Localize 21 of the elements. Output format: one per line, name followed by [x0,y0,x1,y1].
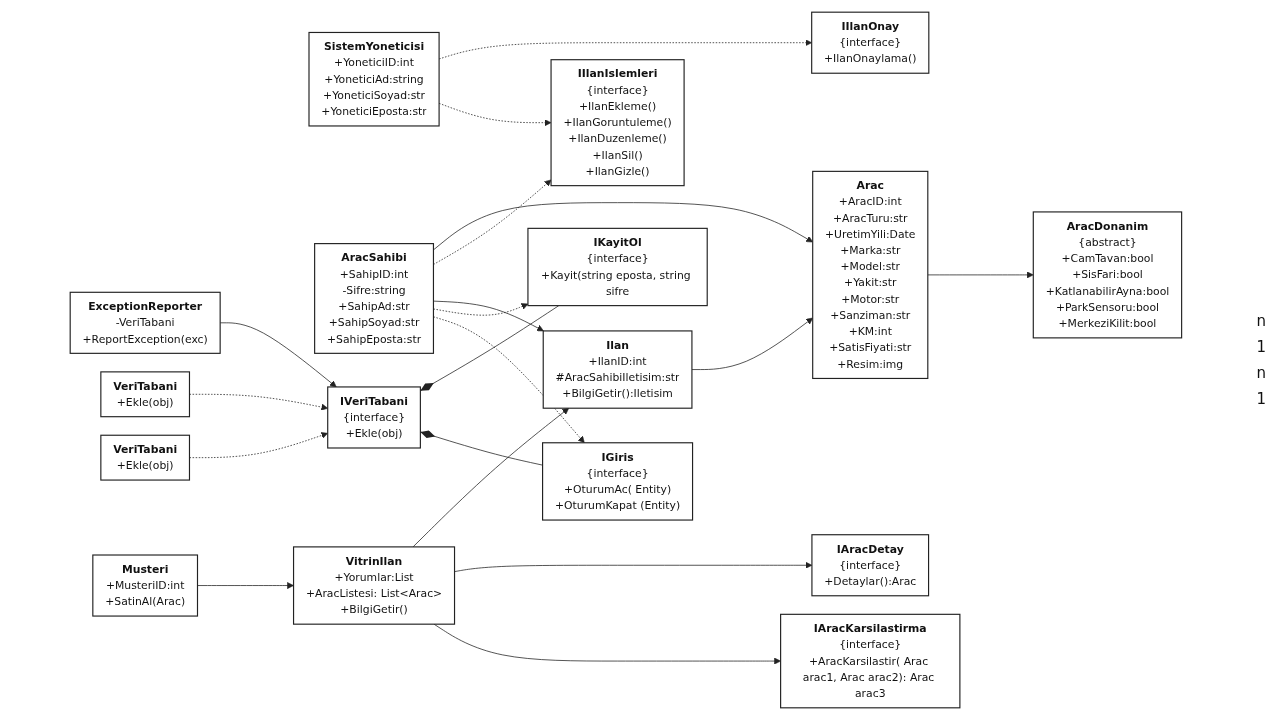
node-box: IKayitOl {interface} +Kayit(string eposta, string sifre [527,227,709,307]
node-box: VeriTabani +Ekle(obj) [100,434,191,481]
node-box: AracSahibi +SahipID:int -Sifre:string +SahipAd:str +SahipSoyad:str +SahipEposta:str [314,243,435,354]
node-box: IGiris {interface} +OturumAc( Entity) +OturumKapat (Entity) [542,442,694,521]
multiplicity-label: n [1256,364,1266,382]
node-box: VitrinIlan +Yorumlar:List +AracListesi: List<Arac> +BilgiGetir() [293,546,456,625]
node-box: IAracKarsilastirma {interface} +AracKarsilastir( Arac arac1, Arac arac2): Arac arac3 [780,613,961,709]
node-box: IIlanIslemleri {interface} +IlanEkleme() +IlanGoruntuleme() +IlanDuzenleme() +IlanSil() +IlanGizle() [550,59,685,187]
multiplicity-label: n [1256,312,1266,330]
node-box: SistemYoneticisi +YoneticiID:int +YoneticiAd:string +YoneticiSoyad:str +YoneticiEposta:str [308,31,440,127]
node-box: ExceptionReporter -VeriTabani +ReportException(exc) [69,291,222,354]
node-box: Musteri +MusteriID:int +SatinAl(Arac) [92,554,199,617]
multiplicity-label: 1 [1256,390,1266,408]
node-box: VeriTabani +Ekle(obj) [100,371,191,418]
node-box: IAracDetay {interface} +Detaylar():Arac [811,534,930,597]
node-box: IVeriTabani {interface} +Ekle(obj) [327,386,422,449]
node-box: Ilan +IlanID:int #AracSahibiIletisim:str +BilgiGetir():Iletisim [542,330,693,409]
node-box: AracDonanim {abstract} +CamTavan:bool +SisFari:bool +KatlanabilirAyna:bool +ParkSensoru:bool +MerkeziKilit:bool [1033,211,1183,339]
node-box: IIlanOnay {interface} +IlanOnaylama() [811,11,930,74]
multiplicity-label: 1 [1256,338,1266,356]
node-box: Arac +AracID:int +AracTuru:str +UretimYili:Date +Marka:str +Model:str +Yakit:str +Motor:str +Sanziman:str +KM:int +SatisFiyati:str +Resim:img [812,170,929,380]
